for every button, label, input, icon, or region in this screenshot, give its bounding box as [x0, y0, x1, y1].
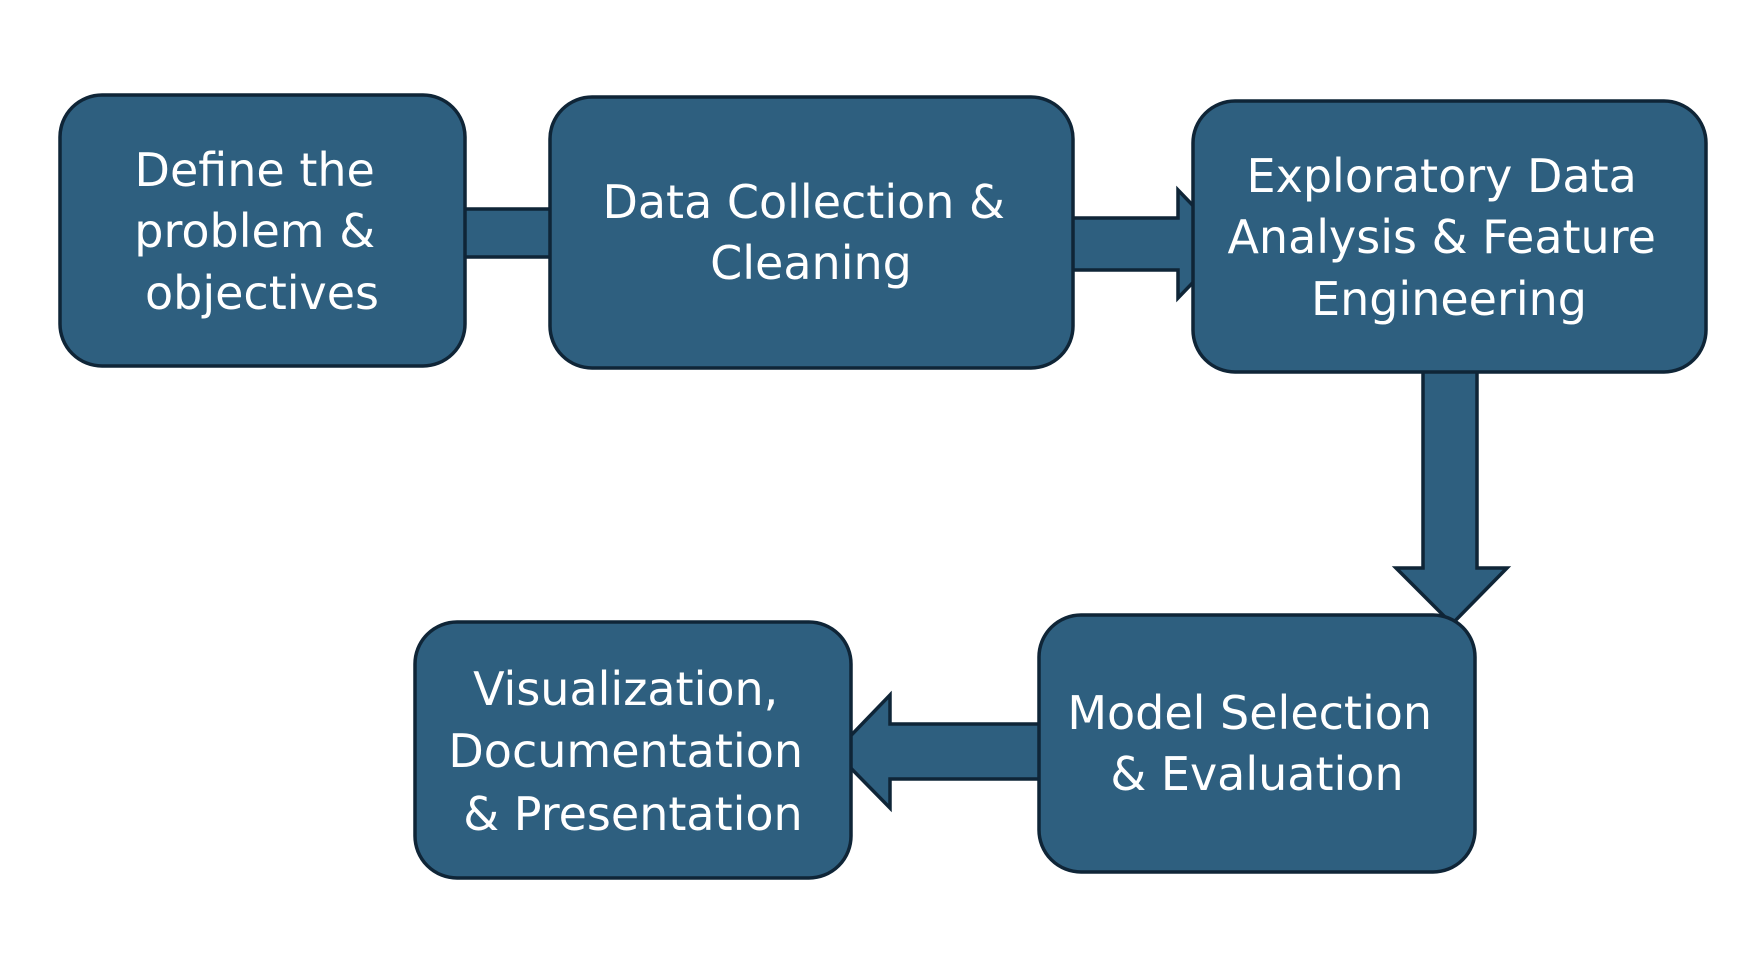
step-label-line: Cleaning — [710, 236, 912, 290]
step-label-line: & Evaluation — [1110, 747, 1403, 801]
arrow-step3-to-step4 — [1391, 365, 1512, 627]
step-model-selection: Model Selection & Evaluation — [1037, 613, 1477, 874]
step-data-collection: Data Collection & Cleaning — [548, 95, 1075, 370]
step-label-line: Define the — [135, 143, 375, 197]
step-label-line: Visualization, — [473, 662, 778, 716]
svg-text:Define the problem &: Define the problem & objectives — [134, 143, 389, 320]
step-label-line: Documentation — [448, 724, 803, 778]
svg-text:Data Collection & Cleani: Data Collection & Cleaning — [602, 175, 1019, 290]
step-eda-feature-engineering: Exploratory Data Analysis & Feature Engi… — [1191, 99, 1708, 374]
svg-text:Model Selection & Evalua: Model Selection & Evaluation — [1067, 686, 1446, 801]
step-visualization-documentation: Visualization, Documentation & Presentat… — [413, 620, 853, 880]
svg-text:Exploratory Data Analysi: Exploratory Data Analysis & Feature Engi… — [1227, 149, 1670, 326]
step-label-line: Model Selection — [1067, 686, 1432, 740]
step-label-line: Exploratory Data — [1247, 149, 1637, 203]
step-label-line: Data Collection & — [602, 175, 1004, 229]
step-label-line: Engineering — [1311, 272, 1587, 326]
svg-text:Visualization, Documenta: Visualization, Documentation & Presentat… — [448, 662, 817, 841]
step-label-line: objectives — [145, 266, 379, 320]
step-label-line: problem & — [134, 204, 375, 258]
step-label-line: & Presentation — [463, 787, 802, 841]
arrow-step4-to-step5 — [832, 690, 1060, 813]
step-define-problem: Define the problem & objectives — [58, 93, 467, 368]
step-label-line: Analysis & Feature — [1227, 210, 1655, 264]
